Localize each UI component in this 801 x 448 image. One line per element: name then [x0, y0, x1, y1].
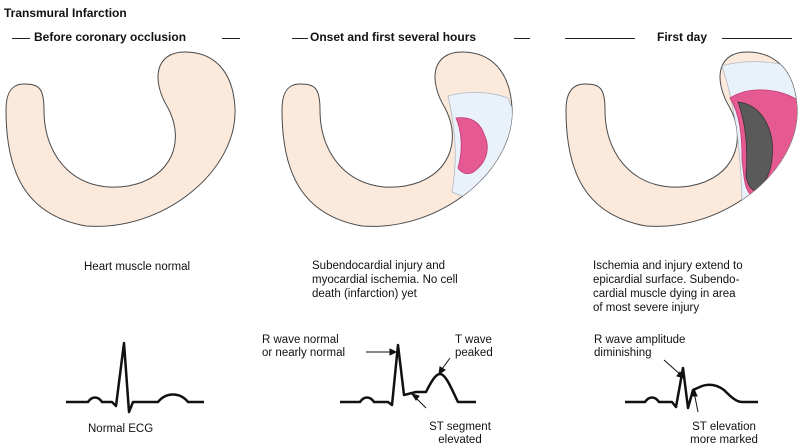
st-elevation-arrow: [691, 389, 698, 412]
heart-wall-normal: [6, 52, 235, 226]
r-wave-normal-arrow: [366, 349, 396, 355]
ecg-trace-first-day: [625, 368, 758, 408]
t-wave-label-line-1: T wave: [455, 333, 492, 347]
description-onset-line-3: death (infarction) yet: [312, 287, 417, 301]
st-elevation-label-line-1: ST elevation: [676, 420, 772, 434]
r-wave-amplitude-label-line-1: R wave amplitude: [594, 333, 685, 347]
t-wave-arrow: [439, 358, 450, 374]
r-wave-normal-label-line-2: or nearly normal: [262, 346, 345, 360]
r-wave-normal-label-line-1: R wave normal: [262, 333, 339, 347]
description-onset-line-2: myocardial ischemia. No cell: [312, 273, 458, 287]
r-wave-amplitude-label-line-2: diminishing: [594, 346, 652, 360]
normal-ecg-label: Normal ECG: [88, 422, 153, 436]
description-first-day-line-1: Ischemia and injury extend to: [593, 259, 743, 273]
st-segment-label-line-1: ST segment: [420, 420, 500, 434]
description-normal: Heart muscle normal: [84, 260, 190, 274]
st-elevation-label-line-2: more marked: [676, 433, 772, 447]
description-first-day-line-2: epicardial surface. Subendo-: [593, 273, 739, 287]
r-wave-amplitude-arrow: [664, 360, 684, 378]
st-segment-arrow: [412, 394, 426, 408]
t-wave-label-line-2: peaked: [455, 346, 493, 360]
description-first-day-line-4: of most severe injury: [593, 301, 699, 315]
description-onset-line-1: Subendocardial injury and: [312, 259, 445, 273]
ecg-trace-normal: [66, 343, 204, 412]
st-segment-label-line-2: elevated: [420, 433, 500, 447]
description-first-day-line-3: cardial muscle dying in area: [593, 287, 736, 301]
